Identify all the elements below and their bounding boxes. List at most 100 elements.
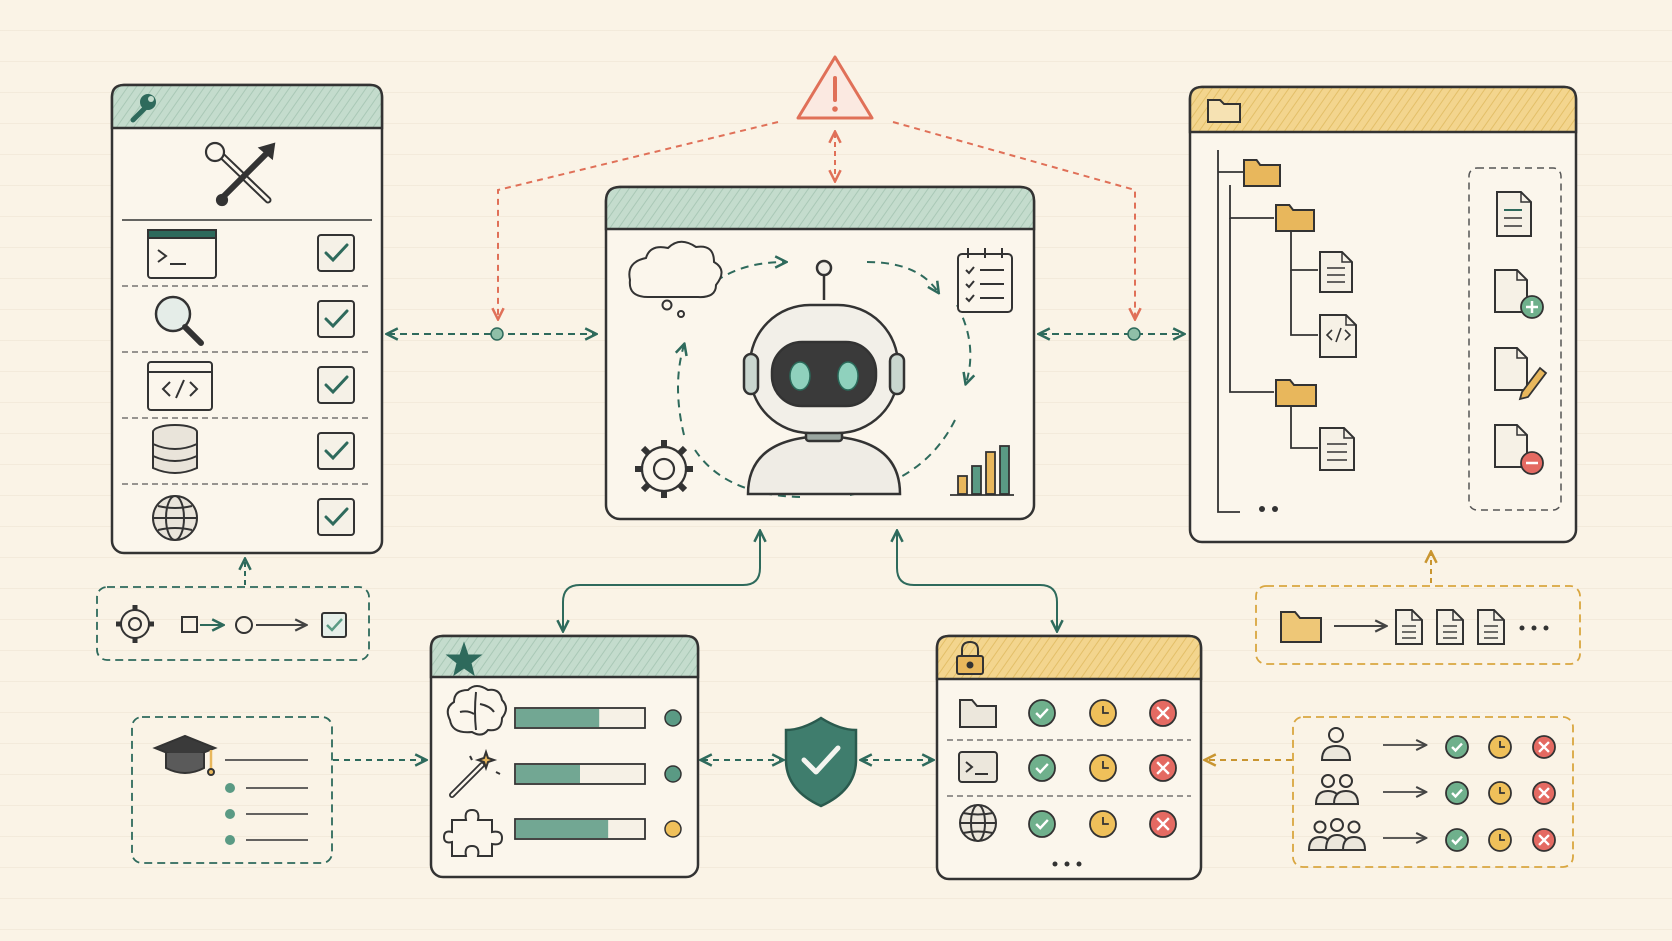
deny-status-icon: [1149, 810, 1177, 838]
terminal-icon: [147, 229, 217, 279]
wrench-icon: [130, 94, 156, 123]
list-item: [225, 809, 308, 819]
file-actions: [1494, 191, 1548, 475]
permission-states: [1028, 699, 1177, 838]
allow-status-icon: [1028, 810, 1056, 838]
roles-box: [1292, 716, 1574, 868]
document-icon: [1319, 251, 1353, 293]
checklist-icon: [957, 248, 1013, 313]
graduation-cap-icon: [152, 734, 218, 776]
database-icon: [152, 424, 198, 474]
code-file-icon: [1319, 314, 1357, 358]
terminal-icon: [958, 751, 998, 783]
document-icon: [1395, 609, 1423, 645]
list-item: [225, 783, 308, 793]
shield-check-icon: [784, 716, 858, 808]
folder-icon: [1280, 611, 1322, 643]
list-item: [225, 835, 308, 845]
tools-flow-box: [96, 586, 370, 661]
ask-status-icon: [1089, 754, 1117, 782]
document-icon: [1436, 609, 1464, 645]
tools-crossed-icon: [204, 141, 276, 207]
skill-bar-fill: [516, 765, 580, 783]
skill-bar-fill: [516, 820, 609, 838]
allow-status-icon: [1028, 699, 1056, 727]
more-dot: [1259, 506, 1265, 512]
deny-status-icon: [1149, 754, 1177, 782]
alert-link-left: [498, 121, 779, 318]
star-icon: [445, 641, 483, 677]
skills-panel: [429, 634, 700, 879]
skills-link: [563, 532, 760, 630]
tools-panel: [110, 83, 384, 555]
ask-status-icon: [1089, 810, 1117, 838]
group-icon: [1307, 818, 1367, 851]
skill-row: [514, 818, 682, 840]
deny-status-icon: [1149, 699, 1177, 727]
permissions-link: [897, 532, 1057, 630]
globe-icon: [152, 495, 198, 541]
file-actions-box: [1468, 167, 1562, 511]
file-remove-icon: [1494, 424, 1544, 475]
tool-checkbox[interactable]: [317, 432, 355, 470]
tools-link-node: [490, 327, 504, 341]
folder-icon: [1275, 379, 1317, 407]
folder-icon: [1275, 204, 1315, 232]
gear-icon: [116, 605, 154, 643]
folder-icon: [959, 699, 997, 728]
skill-row: [514, 707, 682, 729]
skill-row: [514, 763, 682, 785]
document-icon: [1319, 427, 1355, 471]
circle-icon: [235, 616, 253, 634]
more-dot: [1272, 506, 1278, 512]
permissions-panel: [935, 634, 1203, 881]
users-icon: [1314, 774, 1360, 805]
tools-checkboxes: [317, 234, 355, 536]
robot-icon: [742, 259, 906, 496]
deny-status-icon: [1532, 781, 1556, 805]
folder-icon: [1207, 99, 1241, 123]
bar-chart-icon: [950, 445, 1014, 496]
brain-icon: [446, 685, 507, 736]
checkbox-icon: [321, 612, 347, 638]
learning-box: [131, 716, 333, 864]
skill-status-dot: [664, 765, 682, 783]
skill-status-dot: [664, 709, 682, 727]
warning-triangle-icon: [796, 55, 874, 120]
file-tree: [1243, 159, 1357, 471]
code-window-icon: [147, 361, 213, 411]
tool-checkbox[interactable]: [317, 234, 355, 272]
allow-status-icon: [1445, 828, 1469, 852]
ask-status-icon: [1488, 781, 1512, 805]
tool-checkbox[interactable]: [317, 300, 355, 338]
lock-icon: [956, 640, 984, 675]
skill-bars: [514, 707, 682, 840]
ellipsis: [1052, 861, 1082, 867]
tool-checkbox[interactable]: [317, 366, 355, 404]
skill-bar-fill: [516, 709, 600, 727]
ask-status-icon: [1488, 828, 1512, 852]
document-icon: [1496, 191, 1532, 237]
search-icon: [154, 295, 204, 346]
files-flow-box: [1255, 585, 1581, 665]
role-arrows: [1383, 745, 1425, 838]
connectors: [245, 121, 1431, 760]
tool-checkbox[interactable]: [317, 498, 355, 536]
puzzle-icon: [442, 808, 504, 857]
ellipsis: [1519, 625, 1549, 631]
thought-cloud-icon: [628, 240, 723, 318]
document-icon: [1477, 609, 1505, 645]
ask-status-icon: [1488, 735, 1512, 759]
files-panel: [1188, 85, 1578, 544]
allow-status-icon: [1028, 754, 1056, 782]
square-icon: [181, 616, 198, 633]
skill-status-dot: [664, 820, 682, 838]
file-tree-lines: [1217, 150, 1318, 513]
files-link-node: [1127, 327, 1141, 341]
folder-icon: [1243, 159, 1281, 187]
learning-list: [225, 783, 308, 845]
agent-core-panel: [604, 185, 1036, 521]
deny-status-icon: [1532, 828, 1556, 852]
ask-status-icon: [1089, 699, 1117, 727]
deny-status-icon: [1532, 735, 1556, 759]
